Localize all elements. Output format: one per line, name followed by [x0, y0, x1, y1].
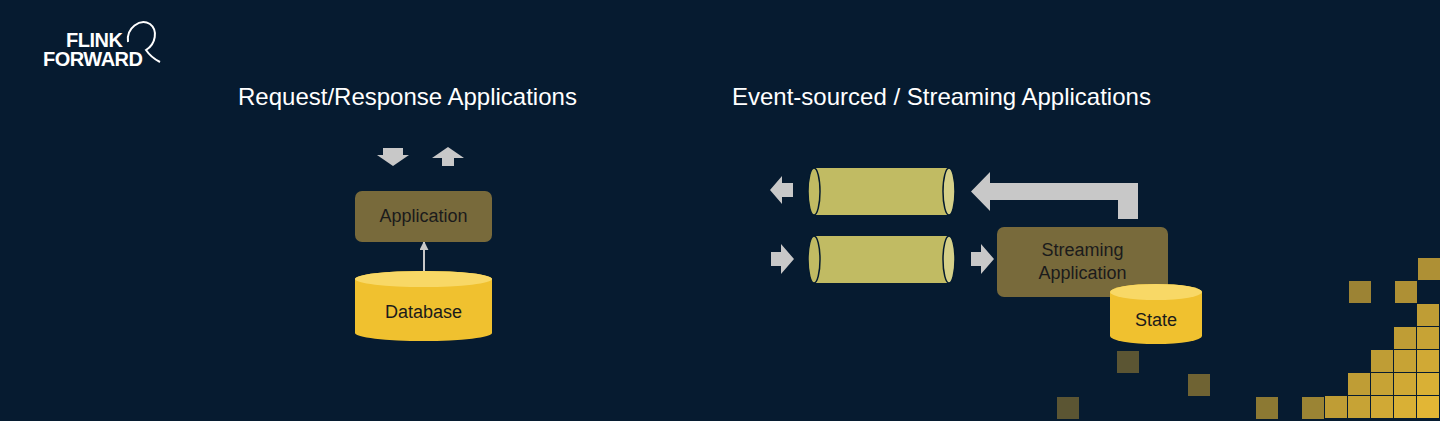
pixel-square: [1394, 396, 1416, 418]
pixel-square: [1348, 396, 1370, 418]
section-heading: Request/Response Applications: [238, 83, 577, 111]
feedback-arrow: [971, 172, 1138, 219]
request-arrow: [377, 148, 409, 166]
pixel-square: [1418, 258, 1440, 280]
pixel-square: [1117, 351, 1139, 373]
cylinder-body: [355, 271, 492, 341]
pixel-square: [1417, 373, 1439, 395]
logo-text: FORWARD: [43, 48, 142, 71]
queue-to-app-arrow: [971, 244, 994, 274]
pixel-square: [1394, 350, 1416, 372]
database-cylinder: Database: [355, 271, 492, 341]
pixel-square: [1417, 396, 1439, 418]
pixel-square: [1256, 397, 1278, 419]
pixel-square: [1057, 397, 1079, 419]
node-label: Database: [385, 301, 462, 324]
input-arrow: [771, 244, 794, 274]
cylinder-top: [1110, 284, 1202, 300]
pixel-square: [1395, 281, 1417, 303]
section-heading: Event-sourced / Streaming Applications: [732, 83, 1151, 111]
pixel-square: [1349, 281, 1371, 303]
pixel-square: [1417, 327, 1439, 349]
cylinder-body: [1110, 284, 1202, 344]
process-box: Application: [355, 191, 492, 242]
pixel-square: [1371, 350, 1393, 372]
pixel-square: [1394, 327, 1416, 349]
pixel-square: [1302, 397, 1324, 419]
node-label: Application: [379, 205, 467, 228]
node-label: Streaming Application: [997, 239, 1168, 285]
pixel-square: [1371, 396, 1393, 418]
pixel-square: [1417, 304, 1439, 326]
response-arrow: [432, 147, 464, 166]
pixel-square: [1371, 373, 1393, 395]
connector-arrow: [423, 242, 425, 273]
pixel-square: [1348, 373, 1370, 395]
input-queue: [808, 236, 955, 283]
pixel-square: [1417, 350, 1439, 372]
pixel-square: [1188, 374, 1210, 396]
pixel-square: [1394, 373, 1416, 395]
output-arrow: [770, 176, 793, 204]
cylinder-top: [355, 271, 492, 287]
pixel-square: [1325, 396, 1347, 418]
node-label: State: [1135, 309, 1177, 332]
output-queue: [808, 168, 955, 215]
state-cylinder: State: [1110, 284, 1202, 344]
